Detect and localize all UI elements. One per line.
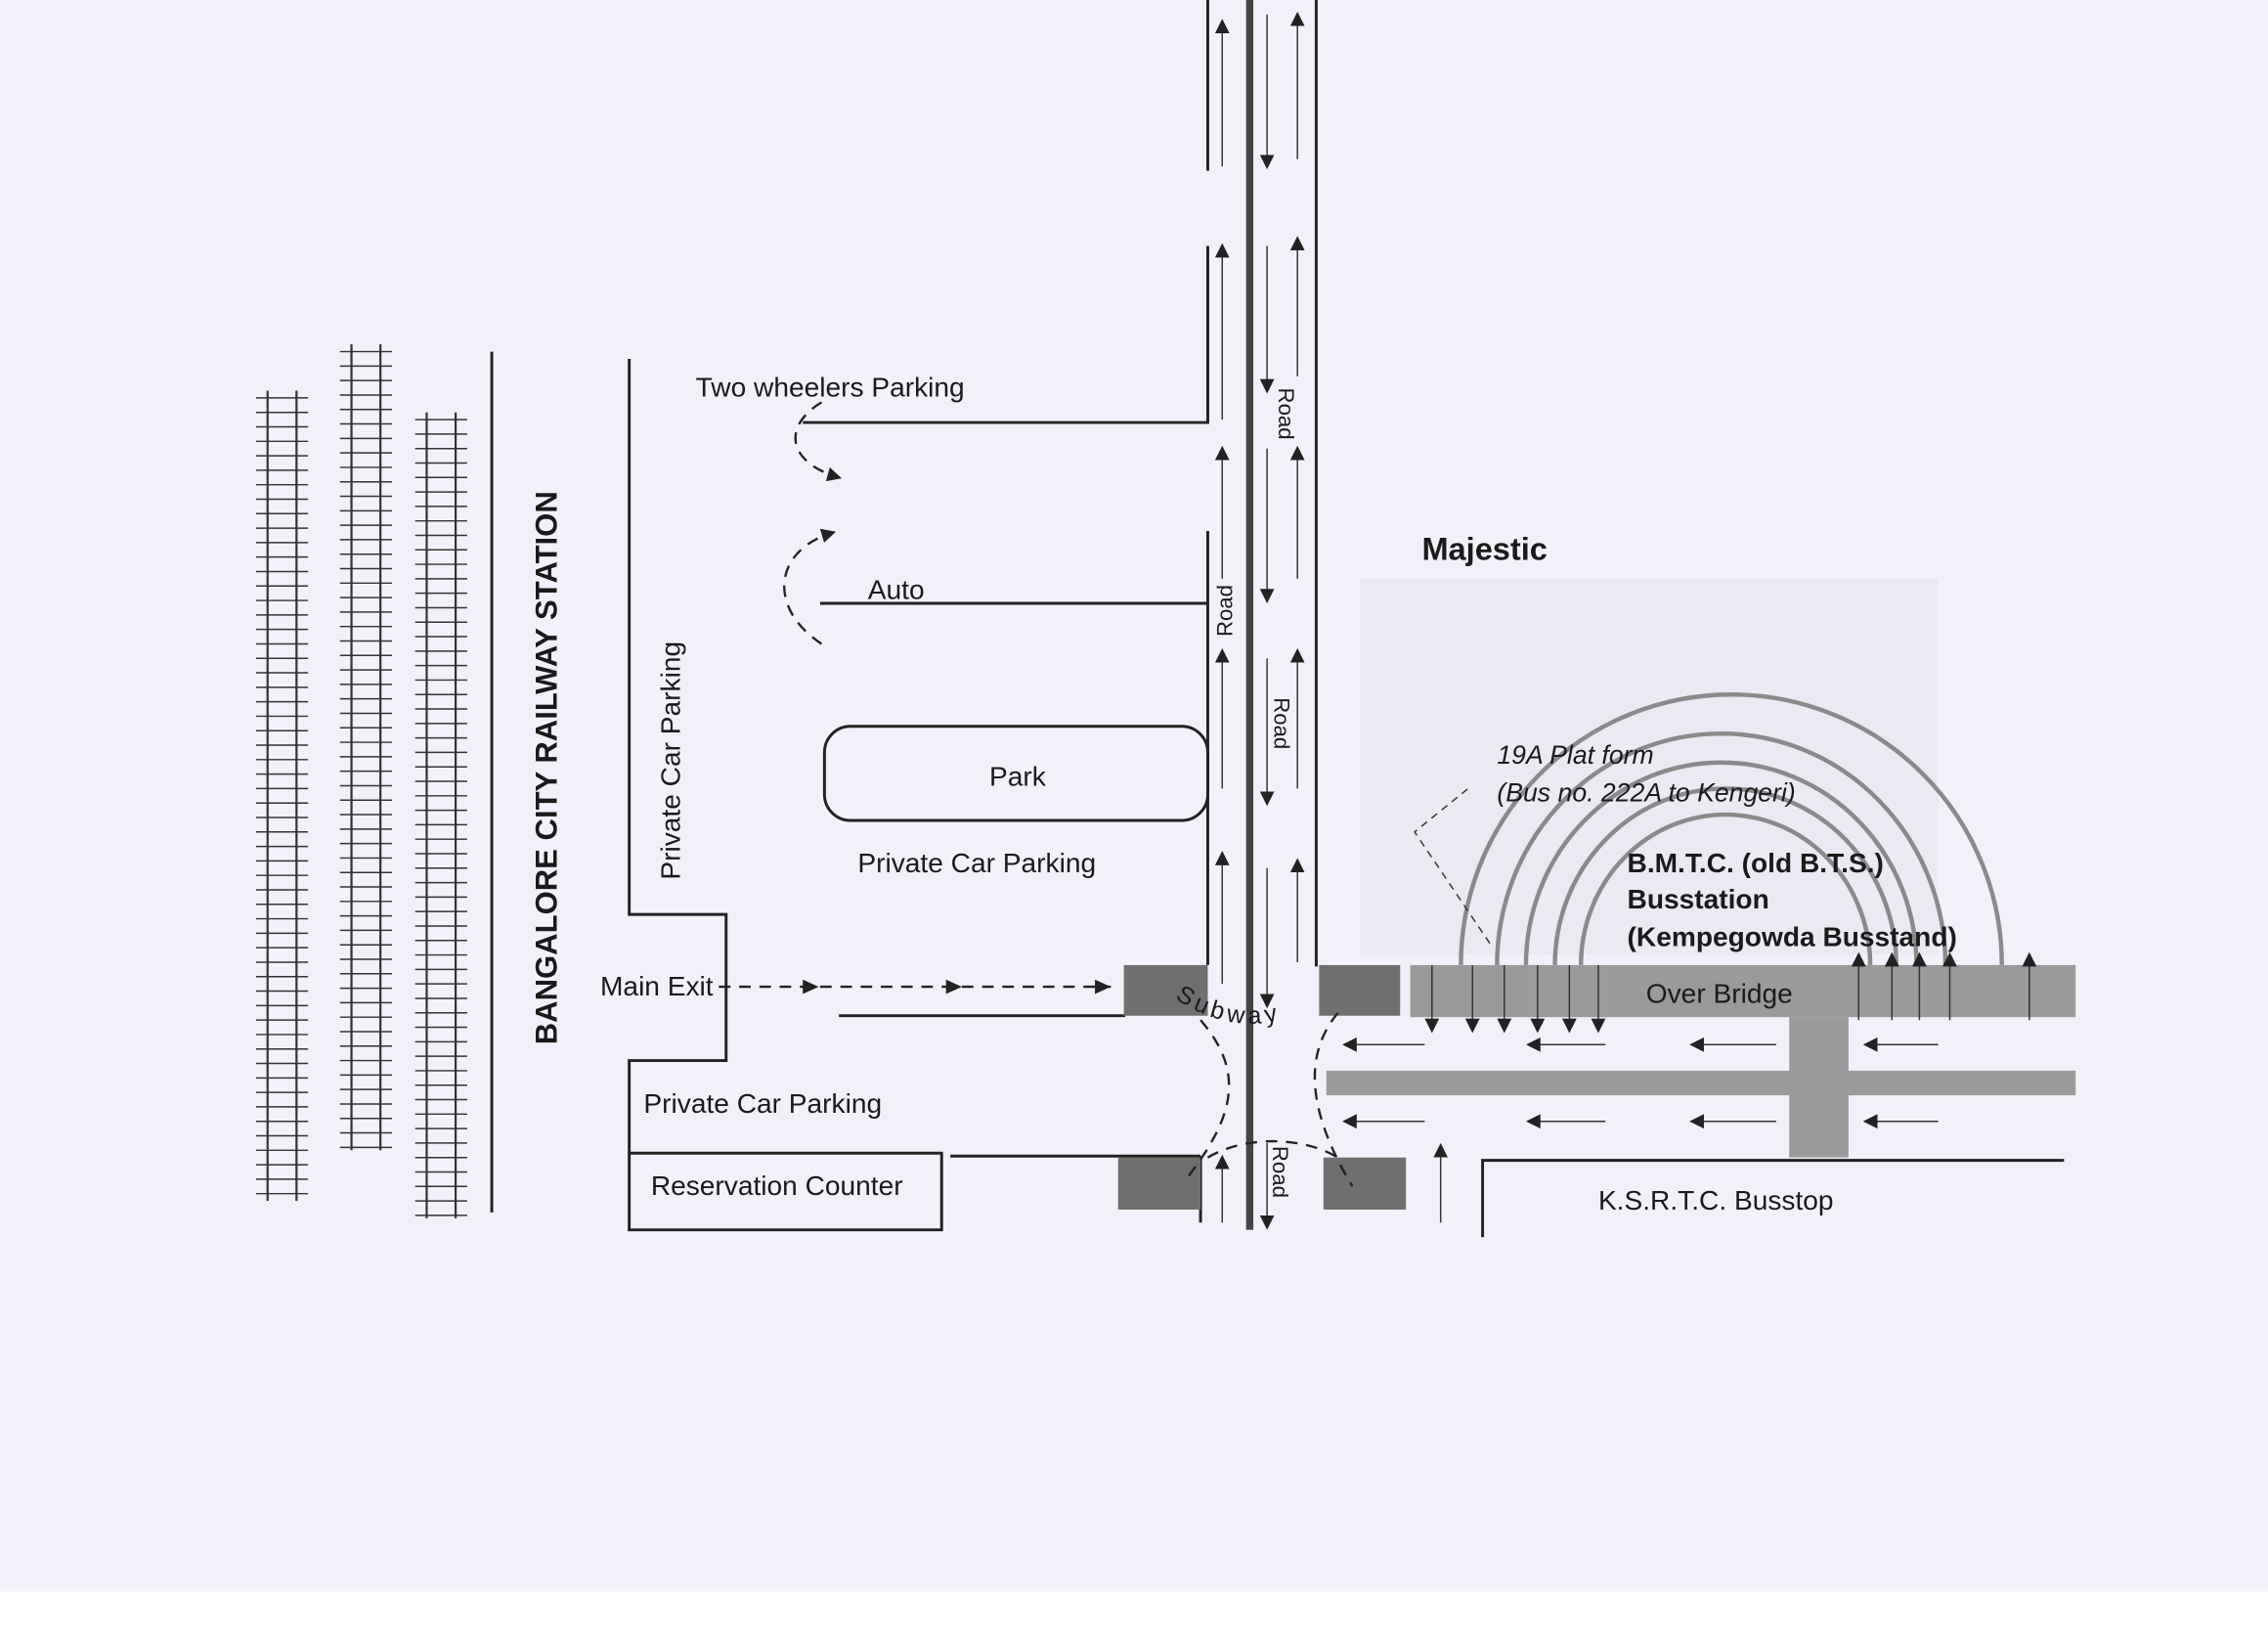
platform-arcs [1459,692,2004,965]
railway-tracks [255,344,467,1218]
bus-arrows [1342,951,2037,1129]
label-platform-bus: (Bus no. 222A to Kengeri) [1497,778,1795,808]
subway-entrance-block [1123,964,1208,1016]
label-private-parking-vertical: Private Car Parking [655,641,685,880]
label-main-exit: Main Exit [600,971,714,1001]
subway-path [1206,1139,1339,1159]
road-lane-arrows [1214,11,1449,1230]
two-wheeler-turn-arrow [794,401,843,482]
label-private-parking-lower: Private Car Parking [643,1088,882,1119]
subway-entrance-block [1323,1157,1407,1210]
label-road: Road [1268,1146,1292,1198]
platform-leader [1414,787,1491,945]
label-two-wheelers: Two wheelers Parking [696,372,965,402]
label-over-bridge: Over Bridge [1646,978,1793,1008]
label-road: Road [1213,585,1238,637]
exit-arrowhead [803,979,1112,994]
subway-path [1185,1019,1231,1180]
label-bmtc: B.M.T.C. (old B.T.S.) [1628,848,1884,878]
label-majestic: Majestic [1421,532,1547,567]
subway-entrance-block [1117,1157,1201,1210]
label-busstation: Busstation [1628,884,1769,914]
label-road: Road [1270,697,1294,749]
label-auto: Auto [868,575,925,605]
auto-turn-arrow [783,528,837,645]
road-median [1326,1070,2076,1096]
station-title: BANGALORE CITY RAILWAY STATION [530,491,564,1044]
station-building-outline [628,358,943,1232]
label-private-parking-park: Private Car Parking [857,848,1096,878]
over-bridge [1410,964,2076,1018]
label-reservation-counter: Reservation Counter [651,1171,903,1201]
two-wheeler-boundary [803,245,1209,424]
park [822,725,1209,822]
page-bottom-margin [0,1591,2268,1635]
label-platform: 19A Plat form [1497,740,1653,770]
label-road: Road [1274,388,1298,440]
subway-entrance-block [1319,964,1401,1016]
subway-path [1313,1011,1354,1187]
label-ksrtc: K.S.R.T.C. Busstop [1598,1185,1834,1215]
ksrtc-boundary [1481,1159,2065,1238]
label-kempegowda: (Kempegowda Busstand) [1628,922,1957,952]
label-park: Park [989,761,1047,791]
faint-bus-area [1359,578,1939,955]
